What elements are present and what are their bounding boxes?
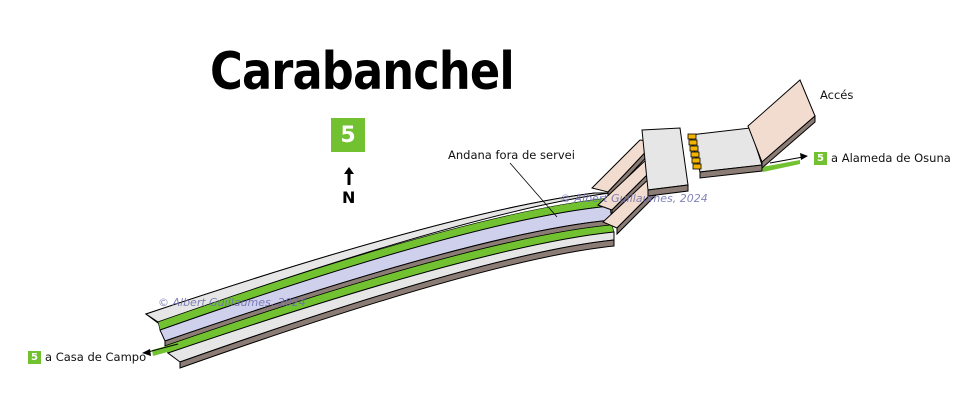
mezzanine xyxy=(641,127,763,197)
watermark-right: © Albert Guillaumes, 2024 xyxy=(560,192,708,205)
disused-platform-leader xyxy=(509,162,558,218)
west-arrow-head xyxy=(142,349,151,356)
access-label: Accés xyxy=(820,88,854,102)
east-direction-arrow xyxy=(769,156,804,164)
watermark-left: © Albert Guillaumes, 2024 xyxy=(158,296,306,309)
north-label: N xyxy=(342,188,356,207)
station-title: Carabanchel xyxy=(210,42,515,102)
west-line-badge: 5 xyxy=(28,351,41,364)
east-direction-label: a Alameda de Osuna xyxy=(831,151,951,165)
track-end-east xyxy=(762,160,800,172)
east-arrow-head xyxy=(800,153,808,160)
line-badge: 5 xyxy=(331,118,365,152)
north-arrow-icon xyxy=(344,167,354,185)
access-stair xyxy=(747,79,816,170)
turnstiles xyxy=(687,133,702,170)
track-end-west xyxy=(152,345,171,356)
east-line-badge: 5 xyxy=(814,152,827,165)
west-direction-label: a Casa de Campo xyxy=(45,350,147,364)
disused-platform-label: Andana fora de servei xyxy=(448,148,575,162)
west-direction-arrow xyxy=(147,343,179,353)
south-platform xyxy=(166,231,615,369)
